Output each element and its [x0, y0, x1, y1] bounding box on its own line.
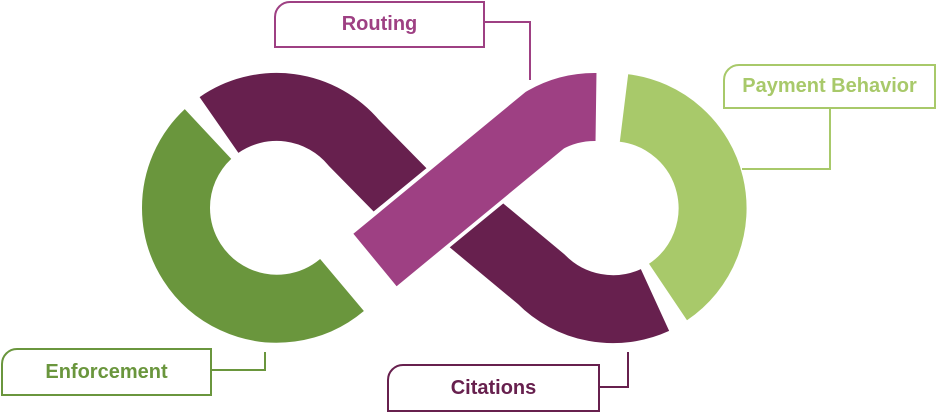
segment-payment-light-green — [618, 74, 747, 321]
segment-routing-magenta — [353, 73, 597, 287]
segment-enforcement-green — [141, 109, 364, 343]
payment-behavior-label: Payment Behavior — [723, 64, 936, 109]
routing-connector — [483, 21, 531, 80]
citations-connector — [598, 352, 629, 388]
payment-connector — [742, 108, 831, 170]
enforcement-label: Enforcement — [1, 348, 212, 396]
segment-citations-dark — [448, 193, 670, 344]
enforcement-connector — [210, 352, 266, 371]
segment-top-left-dark — [199, 72, 435, 224]
citations-label: Citations — [387, 364, 600, 412]
routing-label: Routing — [274, 1, 485, 48]
